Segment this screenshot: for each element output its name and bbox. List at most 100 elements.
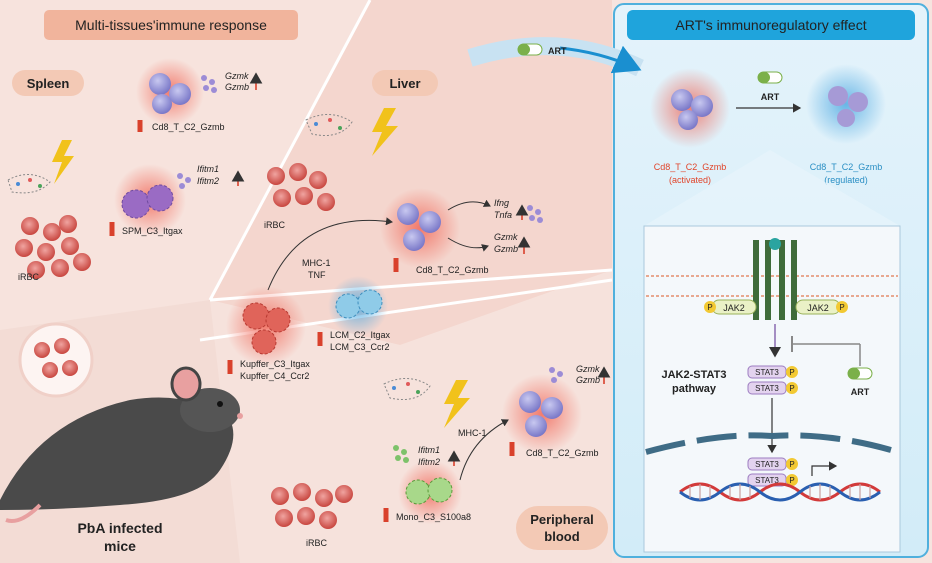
blood-mhc-arrow <box>459 419 509 481</box>
lcm-cells <box>335 289 383 319</box>
stat3-4-p <box>786 474 798 486</box>
blood-tcell-label: Cd8_T_C2_Gzmb <box>526 448 599 458</box>
stat3-4-p-label: P <box>789 476 794 485</box>
header-left-text: Multi-tissues'immune response <box>75 17 267 33</box>
regulated-cell-label: Cd8_T_C2_Gzmb <box>810 162 883 172</box>
liver-signal-tnf: TNF <box>308 270 326 280</box>
liver-signal-mhc: MHC-1 <box>302 258 331 268</box>
jak2-left-label: JAK2 <box>723 303 745 313</box>
mouse-nose <box>237 413 243 419</box>
blood-label-1: Peripheral <box>530 512 594 527</box>
jak2-right-label: JAK2 <box>807 303 829 313</box>
lightning-icon-spleen <box>52 140 74 184</box>
lcm-label-2: LCM_C3_Ccr2 <box>330 342 390 352</box>
lightning-icon-blood <box>444 380 470 428</box>
liver-tcell-label: Cd8_T_C2_Gzmb <box>416 265 489 275</box>
inhibit-art-label: ART <box>851 387 870 397</box>
liver-irbc-label: iRBC <box>264 220 286 230</box>
kupffer-label-2: Kupffer_C4_Ccr2 <box>240 371 309 381</box>
p-left <box>704 301 716 313</box>
liver-arrow-gzm <box>447 237 489 252</box>
blood-signal-mhc: MHC-1 <box>458 428 487 438</box>
spleen-gene-ifitm1: Ifitm1 <box>197 164 219 174</box>
kupffer-label-1: Kupffer_C3_Itgax <box>240 359 310 369</box>
mouse-head <box>180 388 240 432</box>
stat3-3-p-label: P <box>789 460 794 469</box>
dna-helix <box>679 482 881 502</box>
pathway-label-2: pathway <box>672 383 717 395</box>
right-art-label: ART <box>761 92 780 102</box>
liver-arrow-ifng <box>447 199 491 211</box>
blood-irbc-label: iRBC <box>306 538 328 548</box>
stat3-3-label: STAT3 <box>755 460 779 469</box>
spleen-pill <box>12 70 84 96</box>
blood-gene-gzmk: Gzmk <box>576 364 600 374</box>
pathway-label-1: JAK2-STAT3 <box>662 369 727 381</box>
blood-mono-granules <box>393 445 409 463</box>
blood-gene-gzmb: Gzmb <box>576 375 600 385</box>
regulated-state-label: (regulated) <box>824 175 868 185</box>
spm-cells <box>121 184 174 219</box>
blood-granules <box>549 367 563 383</box>
liver-gene-tnfa: Tnfa <box>494 210 512 220</box>
p-left-label: P <box>707 303 712 312</box>
kupffer-glow <box>226 286 306 366</box>
capsule-icon-inhibit <box>847 367 873 380</box>
liver-gene-gzmb: Gzmb <box>494 244 518 254</box>
blood-tcell-cluster <box>519 391 563 437</box>
nuclear-envelope <box>645 432 899 455</box>
blood-label-2: blood <box>544 529 579 544</box>
cell-membrane <box>646 275 898 297</box>
regulated-tcell-cluster <box>828 86 868 127</box>
spleen-irbc-cluster <box>15 215 91 279</box>
blood-gene-ifitm1: Ifitm1 <box>418 445 440 455</box>
mosquito-net-icon <box>7 174 51 194</box>
mosquito-net-icon-liver <box>305 114 353 136</box>
zoom-cone <box>644 150 900 226</box>
mouse-label-1: PbA infected <box>77 520 162 536</box>
mouse-label-2: mice <box>104 538 136 554</box>
liver-mhc-arrow <box>267 217 393 291</box>
mouse-eye <box>217 401 223 407</box>
activated-tcell-cluster <box>671 89 713 130</box>
spleen-granules <box>201 75 217 93</box>
activated-glow <box>650 68 730 148</box>
blood-pill <box>516 506 608 550</box>
stat3-2-p <box>786 382 798 394</box>
stat3-2-p-label: P <box>789 384 794 393</box>
mouse-body <box>0 397 234 510</box>
mouse-ear <box>170 366 202 402</box>
liver-panel <box>210 0 612 345</box>
spm-label: SPM_C3_Itgax <box>122 226 183 236</box>
stat3-1-p-label: P <box>789 368 794 377</box>
blood-irbc-cluster <box>271 483 353 529</box>
lcm-label-1: LCM_C2_Itgax <box>330 330 391 340</box>
activated-cell-label: Cd8_T_C2_Gzmb <box>654 162 727 172</box>
spleen-tcell-cluster <box>149 73 191 114</box>
blood-tcell-glow <box>502 374 582 454</box>
stat3-1-p <box>786 366 798 378</box>
spleen-label: Spleen <box>27 76 70 91</box>
magnifier-rbc <box>34 338 78 378</box>
liver-label: Liver <box>389 76 420 91</box>
capsule-icon <box>517 43 543 56</box>
kupffer-cells <box>242 302 291 355</box>
stat3-2-label: STAT3 <box>755 384 779 393</box>
spleen-gene-ifitm2: Ifitm2 <box>197 176 219 186</box>
stat3-1-label: STAT3 <box>755 368 779 377</box>
art-arrow <box>559 45 642 74</box>
stat3-4-label: STAT3 <box>755 476 779 485</box>
spleen-gene-gzmk: Gzmk <box>225 71 249 81</box>
mouse-tail <box>5 503 42 523</box>
transcription-arrow <box>811 461 838 476</box>
header-right-bg <box>627 10 915 40</box>
spleen-panel <box>0 0 370 330</box>
liver-gene-gzmk: Gzmk <box>494 232 518 242</box>
header-left-bg <box>44 10 298 40</box>
liver-irbc-cluster <box>267 163 335 211</box>
spleen-gene-gzmb: Gzmb <box>225 82 249 92</box>
liver-pill <box>372 70 438 96</box>
liver-tcell-cluster <box>397 203 441 251</box>
